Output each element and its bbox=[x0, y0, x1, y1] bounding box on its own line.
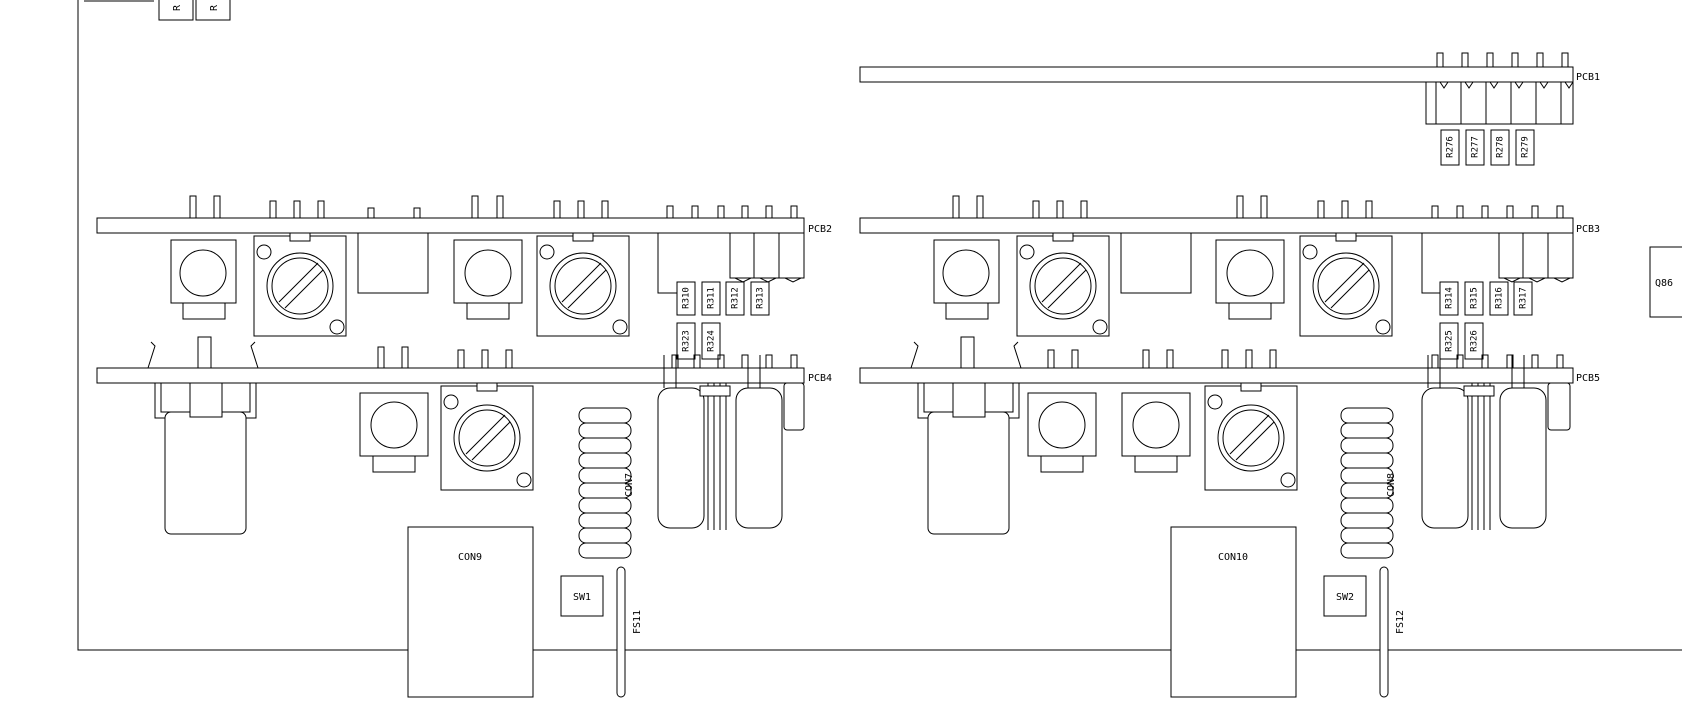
corner-part-2-label: R bbox=[209, 4, 220, 11]
resistor-r315-label: R315 bbox=[1470, 287, 1480, 309]
fs11-component bbox=[616, 566, 626, 698]
pcb4-board bbox=[96, 346, 805, 384]
q86-component bbox=[1649, 246, 1682, 318]
resistor-r310-label: R310 bbox=[682, 287, 692, 309]
pcb4-label: PCB4 bbox=[808, 373, 832, 384]
pcb5-label: PCB5 bbox=[1576, 373, 1600, 384]
resistor-r311-label: R311 bbox=[707, 287, 717, 309]
fs12-component bbox=[1379, 566, 1389, 698]
resistor-r325-label: R325 bbox=[1445, 330, 1455, 352]
sw1-component bbox=[560, 575, 604, 617]
resistor-r324-label: R324 bbox=[707, 330, 717, 352]
con9-component bbox=[407, 526, 534, 698]
resistor-r276-label: R276 bbox=[1446, 136, 1456, 158]
resistors-left-row1-group bbox=[676, 281, 770, 316]
resistor-r316-label: R316 bbox=[1495, 287, 1505, 309]
corner-part-1 bbox=[158, 0, 194, 21]
resistor-r312-label: R312 bbox=[731, 287, 741, 309]
resistor-r326-label: R326 bbox=[1470, 330, 1480, 352]
pcb1-label: PCB1 bbox=[1576, 72, 1600, 83]
fs11-label: FS11 bbox=[632, 610, 643, 634]
fs12-label: FS12 bbox=[1395, 610, 1406, 634]
pcb1-board bbox=[859, 52, 1574, 125]
sw2-component bbox=[1323, 575, 1367, 617]
pcb5-board bbox=[859, 349, 1574, 384]
resistors-right-row2-group bbox=[1439, 322, 1484, 360]
pcb3-board bbox=[859, 195, 1574, 234]
pcb2-label: PCB2 bbox=[808, 224, 832, 235]
resistors-left-row2-group bbox=[676, 322, 721, 360]
q86-label: Q86 bbox=[1655, 278, 1673, 289]
pcb3-components bbox=[933, 232, 1574, 337]
pcb5-components bbox=[910, 336, 1571, 559]
con10-label: CON10 bbox=[1218, 552, 1248, 563]
sw1-label: SW1 bbox=[573, 592, 591, 603]
pcb4-components bbox=[147, 336, 805, 559]
corner-part-2 bbox=[195, 0, 231, 21]
pcb2-board bbox=[96, 195, 805, 234]
chassis-outline bbox=[77, 0, 1682, 651]
resistor-r323-label: R323 bbox=[682, 330, 692, 352]
con8-label: CON8 bbox=[1386, 473, 1397, 497]
resistor-r279-label: R279 bbox=[1521, 136, 1531, 158]
resistor-r278-label: R278 bbox=[1496, 136, 1506, 158]
resistor-r313-label: R313 bbox=[756, 287, 766, 309]
con9-label: CON9 bbox=[458, 552, 482, 563]
resistors-top-group bbox=[1440, 129, 1535, 166]
con10-component bbox=[1170, 526, 1297, 698]
resistor-r314-label: R314 bbox=[1445, 287, 1455, 309]
pcb3-label: PCB3 bbox=[1576, 224, 1600, 235]
resistor-r277-label: R277 bbox=[1471, 136, 1481, 158]
corner-part-1-label: R bbox=[172, 4, 183, 11]
resistor-r317-label: R317 bbox=[1519, 287, 1529, 309]
sw2-label: SW2 bbox=[1336, 592, 1354, 603]
con7-label: CON7 bbox=[624, 473, 635, 497]
resistors-right-row1-group bbox=[1439, 281, 1533, 316]
pcb2-components bbox=[170, 232, 805, 337]
